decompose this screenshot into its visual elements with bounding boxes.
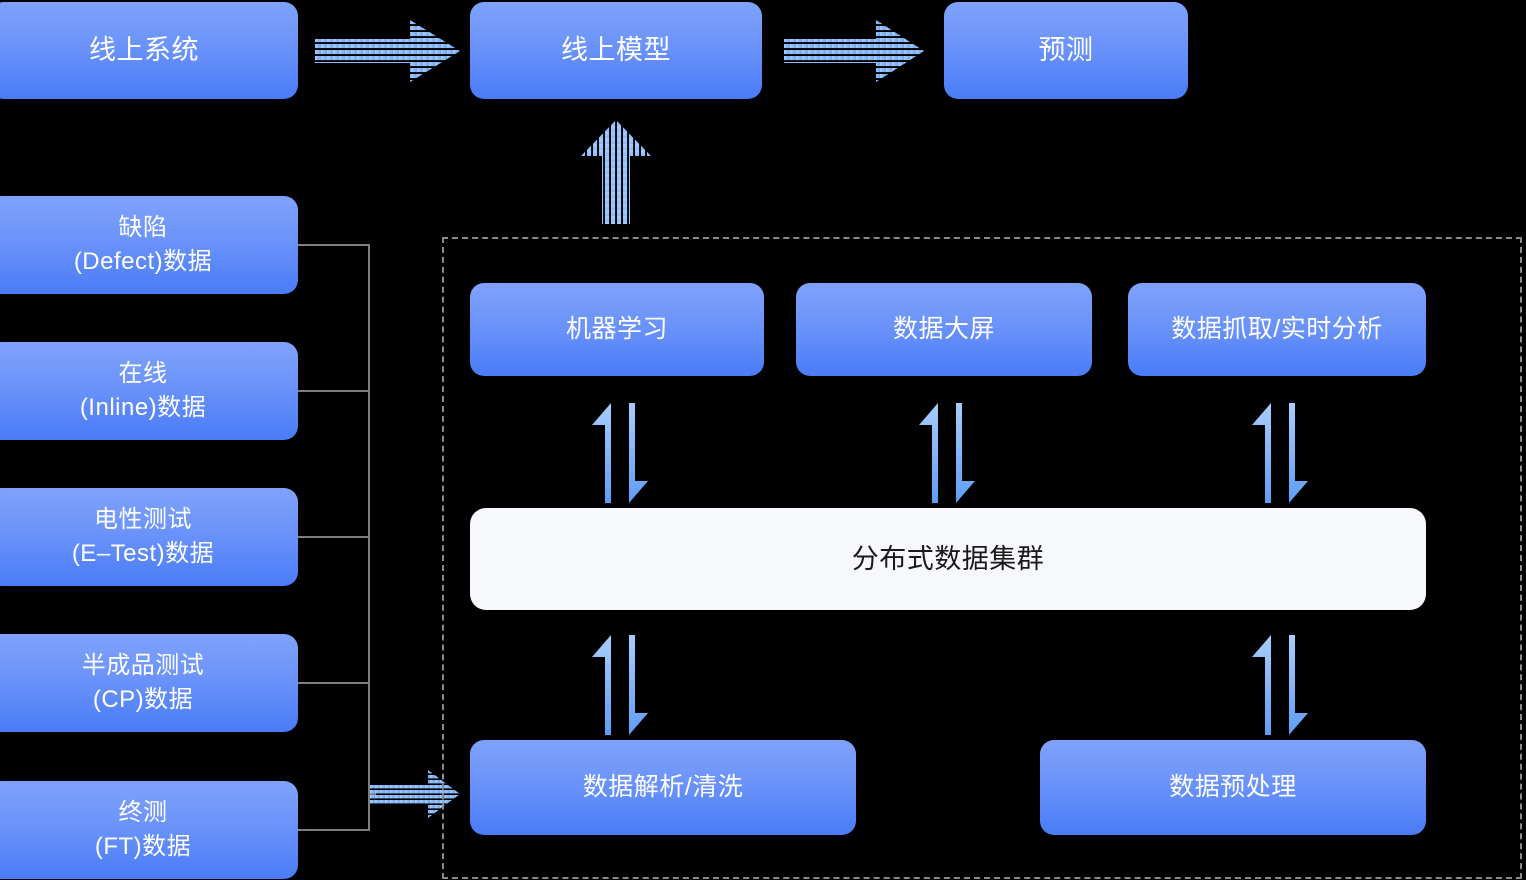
node-prediction-label: 预测 [1038, 35, 1094, 66]
node-ft-data-line2: (FT)数据 [94, 833, 192, 860]
striped-right-arrow-icon-1 [315, 20, 460, 82]
node-defect-data-line2: (Defect)数据 [73, 248, 213, 275]
connector-ft [298, 829, 370, 831]
node-data-capture[interactable]: 数据抓取/实时分析 [1128, 283, 1426, 376]
node-machine-learning[interactable]: 机器学习 [470, 283, 764, 376]
node-data-dashboard-label: 数据大屏 [892, 314, 995, 343]
node-etest-data-line1: 电性测试 [94, 505, 192, 533]
node-online-model[interactable]: 线上模型 [470, 2, 762, 99]
connector-bus-vertical [368, 244, 370, 831]
node-data-preprocess[interactable]: 数据预处理 [1040, 740, 1426, 835]
node-data-dashboard[interactable]: 数据大屏 [796, 283, 1092, 376]
node-etest-data-line2: (E–Test)数据 [71, 540, 215, 567]
node-cp-data-line1: 半成品测试 [81, 651, 205, 679]
node-prediction[interactable]: 预测 [944, 2, 1188, 99]
striped-right-arrow-icon-2 [784, 20, 924, 82]
connector-cp [298, 682, 370, 684]
node-cp-data[interactable]: 半成品测试 (CP)数据 [0, 634, 298, 732]
node-inline-data-line2: (Inline)数据 [79, 394, 207, 421]
connector-defect [298, 244, 370, 246]
node-data-parse-clean[interactable]: 数据解析/清洗 [470, 740, 856, 835]
up-down-arrow-icon-preprocess [1252, 635, 1308, 735]
up-down-arrow-icon-capture [1252, 403, 1308, 503]
node-defect-data-line1: 缺陷 [118, 213, 168, 241]
up-down-arrow-icon-dashboard [919, 403, 975, 503]
node-ft-data[interactable]: 终测 (FT)数据 [0, 781, 298, 879]
node-distributed-data-cluster[interactable]: 分布式数据集群 [470, 508, 1426, 610]
node-data-parse-clean-label: 数据解析/清洗 [582, 772, 744, 801]
node-etest-data[interactable]: 电性测试 (E–Test)数据 [0, 488, 298, 586]
node-defect-data[interactable]: 缺陷 (Defect)数据 [0, 196, 298, 294]
node-inline-data-line1: 在线 [118, 359, 168, 387]
node-data-preprocess-label: 数据预处理 [1169, 772, 1297, 801]
node-machine-learning-label: 机器学习 [565, 314, 668, 343]
node-ft-data-line1: 终测 [118, 798, 168, 826]
up-down-arrow-icon-ml [592, 403, 648, 503]
striped-up-arrow-icon [581, 120, 651, 224]
up-down-arrow-icon-parse [592, 635, 648, 735]
node-cp-data-line2: (CP)数据 [92, 686, 194, 713]
striped-right-arrow-icon-3 [370, 770, 460, 818]
node-online-model-label: 线上模型 [561, 35, 671, 66]
connector-inline [298, 390, 370, 392]
connector-etest [298, 536, 370, 538]
node-online-system-label: 线上系统 [89, 35, 199, 66]
node-data-capture-label: 数据抓取/实时分析 [1171, 314, 1383, 343]
node-inline-data[interactable]: 在线 (Inline)数据 [0, 342, 298, 440]
node-online-system[interactable]: 线上系统 [0, 2, 298, 99]
node-distributed-data-cluster-label: 分布式数据集群 [851, 543, 1045, 574]
